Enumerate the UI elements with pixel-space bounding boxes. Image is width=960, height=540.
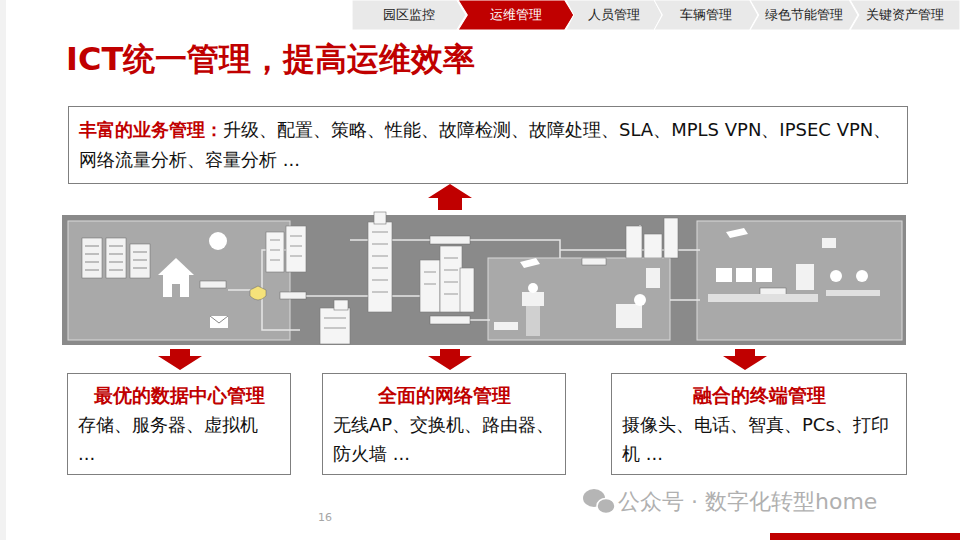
nav-tab: 关键资产管理 [850, 0, 960, 30]
tab-label: 运维管理 [490, 6, 542, 24]
up-arrow [428, 184, 472, 210]
category-box: 全面的网络管理无线AP、交换机、路由器、防火墙 ... [322, 373, 566, 475]
house [163, 275, 189, 297]
switch-icon [200, 281, 226, 288]
page-number: 16 [318, 511, 332, 524]
switches [430, 236, 786, 324]
down-arrows [158, 349, 767, 370]
network-band [62, 215, 906, 345]
page-edge [0, 0, 6, 540]
firewall-icon [250, 286, 266, 300]
nav-tab: 运维管理 [458, 0, 574, 30]
rack-lines [85, 246, 147, 270]
box-heading: 融合的终端管理 [622, 380, 896, 410]
wechat-icon [583, 489, 615, 514]
server-racks [82, 238, 150, 278]
box-body: 无线AP、交换机、路由器、防火墙 ... [333, 410, 555, 468]
globe-icon [209, 232, 227, 250]
network-wires [228, 225, 700, 330]
nav-tab: 园区监控 [352, 0, 466, 30]
office [708, 228, 880, 302]
tab-label: 车辆管理 [680, 6, 732, 24]
box-heading: 全面的网络管理 [333, 380, 555, 410]
house-door [172, 284, 180, 297]
category-box: 最优的数据中心管理存储、服务器、虚拟机 ... [67, 373, 291, 475]
office-panel [697, 221, 902, 340]
tab-label: 园区监控 [383, 6, 435, 24]
category-box: 融合的终端管理摄像头、电话、智真、PCs、打印机 ... [611, 373, 907, 475]
mail-flap [210, 316, 228, 323]
box-heading: 丰富的业务管理： [79, 119, 223, 140]
slide-title: ICT统一管理，提高运维效率 [66, 38, 475, 82]
mail-icon [210, 316, 228, 328]
box-heading: 最优的数据中心管理 [78, 380, 280, 410]
watermark: 公众号 · 数字化转型home [618, 487, 877, 517]
nav-tab: 人员管理 [566, 0, 662, 30]
buildings [266, 212, 678, 344]
building-windows [270, 232, 458, 328]
meeting-room [494, 258, 660, 336]
tab-label: 关键资产管理 [866, 6, 944, 24]
nav-tab: 车辆管理 [654, 0, 758, 30]
house-roof [158, 258, 194, 275]
datacenter-panel [68, 221, 290, 340]
meeting-panel [488, 258, 670, 340]
router-icon [280, 292, 306, 299]
box-body: 存储、服务器、虚拟机 ... [78, 410, 280, 468]
footer-bar [770, 533, 960, 540]
box-body: 摄像头、电话、智真、PCs、打印机 ... [622, 410, 896, 468]
tab-label: 绿色节能管理 [765, 6, 843, 24]
tab-label: 人员管理 [588, 6, 640, 24]
nav-tab: 绿色节能管理 [750, 0, 858, 30]
feature-box: 丰富的业务管理：升级、配置、策略、性能、故障检测、故障处理、SLA、MPLS V… [68, 106, 908, 184]
